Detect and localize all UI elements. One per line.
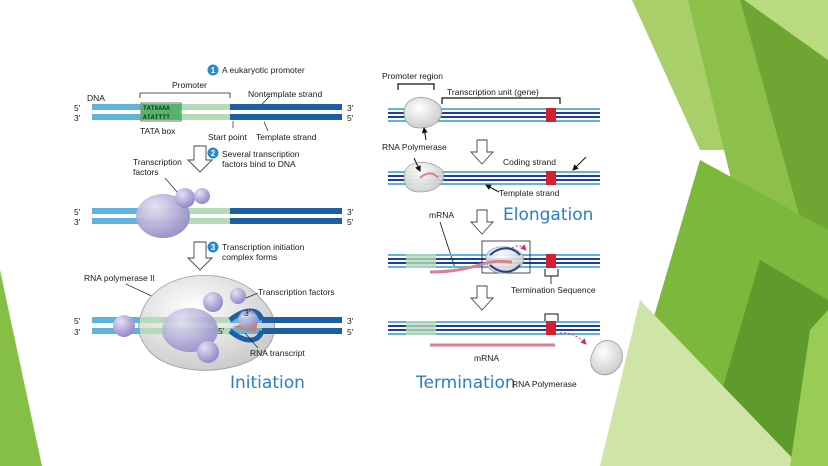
svg-text:3: 3	[211, 243, 216, 252]
dna-row-2	[388, 162, 600, 193]
rna-polymerase-released-blob	[590, 340, 623, 376]
template-strand-label: Template strand	[256, 132, 317, 142]
dna-row-1	[388, 97, 600, 129]
transcription-factor-small-2	[194, 188, 210, 204]
nontemplate-label: Nontemplate strand	[248, 89, 322, 99]
strand-end-3-top: 3'	[347, 103, 354, 113]
termination-title: Termination	[415, 373, 516, 393]
strand-end-3-bottom-2: 3'	[74, 217, 81, 227]
transcription-factor-small-1	[175, 188, 195, 208]
transcription-factors-label-2: factors	[133, 167, 159, 177]
mrna-label-1: mRNA	[429, 210, 454, 220]
down-arrow-2	[186, 241, 214, 271]
step-3-label-line1: Transcription initiation	[222, 242, 305, 252]
elongation-panel: Promoter region Transcription unit (gene…	[382, 71, 623, 393]
step-3-label-line2: complex forms	[222, 252, 277, 262]
rna-5-end: 5'	[218, 326, 225, 336]
tata-sequence-top: TATAAAA	[143, 104, 170, 112]
dna-label: DNA	[87, 93, 105, 103]
step-1-label: A eukaryotic promoter	[222, 65, 305, 75]
decorative-left-triangle	[0, 270, 42, 466]
rna-polymerase-ii-label: RNA polymerase II	[84, 273, 155, 283]
dna-double-strand-1: TATAAAA ATATTTT	[92, 102, 342, 122]
start-point-label: Start point	[208, 132, 247, 142]
initiation-complex	[92, 275, 342, 371]
rna-polymerase-label: RNA Polymerase	[382, 142, 447, 152]
strand-end-5-top-3: 5'	[74, 316, 81, 326]
mrna-label-2: mRNA	[474, 353, 499, 363]
strand-end-5-top-2: 5'	[74, 207, 81, 217]
strand-end-5-bottom: 5'	[347, 113, 354, 123]
coding-strand-label: Coding strand	[503, 157, 556, 167]
transcription-factors-plural-label: Transcription factors	[258, 287, 335, 297]
svg-text:1: 1	[211, 66, 216, 75]
tata-sequence-bottom: ATATTTT	[143, 113, 170, 121]
initiation-panel: 1 A eukaryotic promoter DNA Promoter Non…	[74, 64, 354, 393]
decorative-green-triangles	[600, 0, 828, 466]
dna-double-strand-2	[92, 208, 342, 224]
dna-row-4	[388, 313, 623, 376]
down-arrow-1	[186, 145, 214, 173]
rna-polymerase-label-2: RNA Polymerase	[512, 379, 577, 389]
strand-end-5-bottom-2: 5'	[347, 217, 354, 227]
step-2-label-line1: Several transcription	[222, 149, 300, 159]
rna-polymerase-blob-1	[403, 97, 443, 129]
strand-end-3-bottom: 3'	[74, 113, 81, 123]
rna-3-end: 3'	[244, 308, 251, 318]
strand-end-3-bottom-3: 3'	[74, 327, 81, 337]
strand-end-5-bottom-3: 5'	[347, 327, 354, 337]
rna-polymerase-blob-2	[403, 162, 445, 193]
down-arrow-r1	[469, 139, 495, 165]
transcription-unit-label: Transcription unit (gene)	[447, 87, 539, 97]
down-arrow-r2	[469, 209, 495, 235]
tata-box-label: TATA box	[140, 126, 176, 136]
promoter-label: Promoter	[172, 80, 207, 90]
template-strand-r-label: Template strand	[499, 188, 560, 198]
elongation-title: Elongation	[503, 205, 593, 225]
promoter-region-label: Promoter region	[382, 71, 443, 81]
step-3-badge	[207, 241, 219, 253]
rna-transcript-label: RNA transcript	[250, 348, 305, 358]
strand-end-3-top-2: 3'	[347, 207, 354, 217]
termination-sequence-label: Termination Sequence	[511, 285, 596, 295]
initiation-title: Initiation	[230, 373, 305, 393]
step-1-badge	[207, 64, 219, 76]
transcription-factor-blob	[136, 194, 190, 238]
down-arrow-r3	[469, 285, 495, 311]
strand-end-3-top-3: 3'	[347, 316, 354, 326]
strand-end-5-top: 5'	[74, 103, 81, 113]
step-2-label-line2: factors bind to DNA	[222, 159, 296, 169]
step-2-badge	[207, 147, 219, 159]
svg-text:2: 2	[211, 149, 216, 158]
dna-row-3	[388, 240, 600, 277]
mrna-strand-growing	[429, 259, 513, 274]
transcription-factors-label-1: Transcription	[133, 157, 182, 167]
